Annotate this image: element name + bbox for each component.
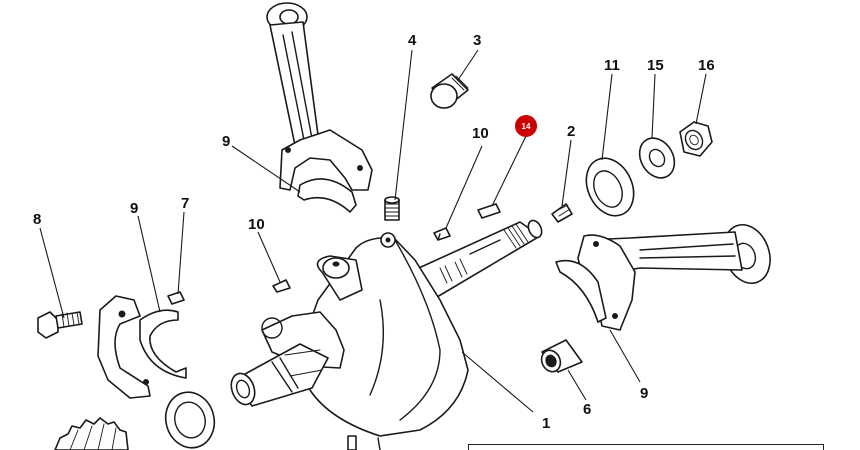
callout-9-left: 9 bbox=[130, 200, 138, 217]
sleeve-part-6 bbox=[540, 339, 583, 373]
bush-part-3 bbox=[430, 73, 469, 109]
callout-14-badge[interactable]: 14 bbox=[515, 115, 537, 137]
callout-labels: 1 2 3 4 6 7 8 9 9 9 10 10 11 15 16 bbox=[33, 32, 715, 432]
callout-10-center: 10 bbox=[472, 125, 489, 142]
callout-3: 3 bbox=[473, 32, 481, 49]
key-part-10-center bbox=[433, 227, 451, 241]
callout-7: 7 bbox=[181, 195, 189, 212]
callout-4: 4 bbox=[408, 32, 417, 49]
connecting-rod-upper bbox=[266, 2, 373, 213]
pins-bottom bbox=[347, 435, 381, 450]
callout-14-label[interactable]: 14 bbox=[522, 122, 531, 131]
callout-9-upper: 9 bbox=[222, 133, 230, 150]
connecting-rod-right bbox=[555, 224, 771, 331]
callout-16: 16 bbox=[698, 57, 715, 74]
crankshaft-part-1 bbox=[230, 219, 543, 437]
callout-1: 1 bbox=[542, 415, 550, 432]
callout-11: 11 bbox=[604, 57, 620, 74]
washer-part-15 bbox=[638, 137, 676, 179]
callout-6: 6 bbox=[583, 401, 591, 418]
nut-part-16 bbox=[679, 121, 713, 157]
key-part-10-left bbox=[272, 279, 291, 293]
callout-2: 2 bbox=[567, 123, 575, 140]
highlight-marker-icon[interactable] bbox=[515, 115, 537, 137]
gear-fragment bbox=[54, 417, 129, 450]
pin-part-7 bbox=[167, 291, 185, 305]
seal-ring-part-11 bbox=[585, 157, 635, 217]
table-frame-edge bbox=[468, 444, 824, 450]
screw-part-2 bbox=[551, 203, 573, 223]
key-part-14 bbox=[477, 203, 501, 219]
callout-9-right: 9 bbox=[640, 385, 648, 402]
callout-8: 8 bbox=[33, 211, 41, 228]
leader-lines bbox=[39, 49, 707, 413]
bearing-shell-part-9-left bbox=[97, 295, 187, 399]
seal-ring-bottom bbox=[164, 391, 216, 449]
stud-part-4 bbox=[384, 196, 400, 221]
callout-15: 15 bbox=[647, 57, 664, 74]
callout-10-left: 10 bbox=[248, 216, 265, 233]
screw-part-8 bbox=[37, 311, 83, 339]
